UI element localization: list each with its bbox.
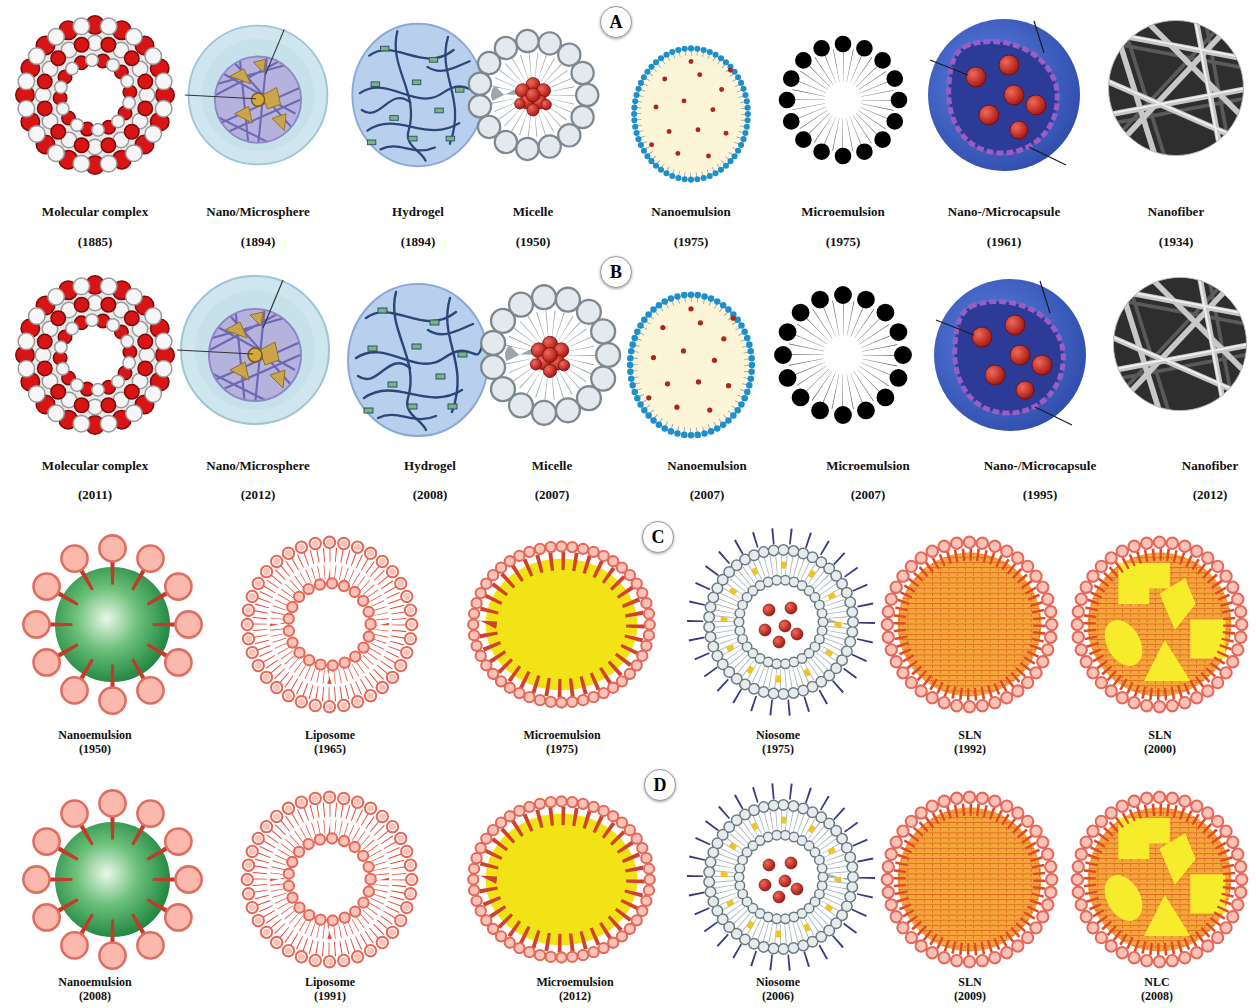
panel-letter-circle: B	[600, 256, 632, 288]
molecular-complex-icon	[25, 25, 165, 165]
year-label: (2009)	[954, 990, 986, 1003]
nanocapsule-icon	[934, 279, 1086, 431]
year-label: (1975)	[546, 743, 578, 756]
year-label: (1995)	[1023, 488, 1058, 502]
nanoemulsion-icon	[36, 548, 188, 700]
carrier-name: Microemulsion	[523, 729, 600, 742]
carrier-name: Nano-/Microcapsule	[984, 459, 1096, 473]
nanofiber-icon	[1106, 270, 1254, 418]
year-label: (2008)	[1141, 990, 1173, 1003]
year-label: (1894)	[401, 235, 436, 249]
year-label: (1885)	[78, 235, 113, 249]
year-label: (1894)	[241, 235, 276, 249]
niosome-icon	[695, 791, 867, 963]
carrier-name: Nano/Microsphere	[206, 205, 310, 219]
year-label: (1992)	[954, 743, 986, 756]
carrier-name: Nanoemulsion	[58, 729, 131, 742]
carrier-name: Microemulsion	[826, 459, 910, 473]
liposome-icon	[247, 797, 411, 961]
year-label: (2012)	[559, 990, 591, 1003]
micelle-icon	[479, 41, 588, 150]
year-label: (2008)	[413, 488, 448, 502]
panel-letter: D	[654, 776, 667, 794]
year-label: (1975)	[826, 235, 861, 249]
micelle-icon	[492, 297, 608, 413]
panel-letter: C	[652, 528, 665, 546]
carrier-name: SLN	[958, 729, 981, 742]
carrier-name: Hydrogel	[392, 205, 444, 219]
nanofiber-icon	[1101, 13, 1251, 163]
panel-letter-circle: A	[600, 6, 632, 38]
sln-icon	[887, 542, 1051, 706]
year-label: (1961)	[987, 235, 1022, 249]
carrier-name: Nanoemulsion	[667, 459, 746, 473]
carrier-name: Liposome	[305, 976, 355, 989]
carrier-name: Molecular complex	[42, 459, 148, 473]
year-label: (2008)	[79, 990, 111, 1003]
molecular-complex-icon	[25, 285, 165, 425]
microemulsion-icon	[473, 802, 650, 958]
panel-letter: B	[610, 263, 622, 281]
carrier-name: Hydrogel	[404, 459, 456, 473]
niosome-icon	[695, 536, 867, 708]
year-label: (2012)	[241, 488, 276, 502]
nlc-icon	[1077, 797, 1241, 961]
year-label: (1975)	[674, 235, 709, 249]
year-label: (2012)	[1193, 488, 1228, 502]
nanocapsule-icon	[928, 19, 1080, 171]
carrier-name: Niosome	[756, 976, 800, 989]
nanosphere-icon	[185, 26, 328, 165]
hydrogel-icon	[352, 24, 483, 167]
year-label: (2007)	[690, 488, 725, 502]
carrier-name: Nanofiber	[1148, 205, 1204, 219]
year-label: (2011)	[78, 488, 112, 502]
year-label: (2007)	[535, 488, 570, 502]
year-label: (1965)	[314, 743, 346, 756]
panel-letter: A	[610, 13, 623, 31]
year-label: (1950)	[79, 743, 111, 756]
carrier-name: SLN	[1148, 729, 1171, 742]
carrier-name: Nanoemulsion	[58, 976, 131, 989]
carrier-name: Nanofiber	[1182, 459, 1238, 473]
carrier-name: SLN	[958, 976, 981, 989]
year-label: (1934)	[1159, 235, 1194, 249]
microemulsion-icon	[787, 44, 899, 156]
year-label: (2006)	[762, 990, 794, 1003]
nlc-icon	[1077, 542, 1241, 706]
carrier-name: Molecular complex	[42, 205, 148, 219]
panel-letter-circle: C	[642, 521, 674, 553]
panel-letter-circle: D	[644, 769, 676, 801]
carrier-name: NLC	[1144, 976, 1169, 989]
year-label: (2000)	[1144, 743, 1176, 756]
year-label: (1950)	[516, 235, 551, 249]
carrier-name: Microemulsion	[536, 976, 613, 989]
nanoemulsion-icon	[630, 295, 752, 436]
carrier-name: Niosome	[756, 729, 800, 742]
liposome-icon	[247, 542, 411, 706]
carrier-name: Liposome	[305, 729, 355, 742]
year-label: (2007)	[851, 488, 886, 502]
hydrogel-icon	[348, 284, 488, 436]
carrier-name: Micelle	[513, 205, 553, 219]
year-label: (1991)	[314, 990, 346, 1003]
microemulsion-icon	[473, 547, 650, 703]
carrier-name: Nano-/Microcapsule	[948, 205, 1060, 219]
nanoemulsion-icon	[36, 803, 188, 955]
carrier-name: Nanoemulsion	[651, 205, 730, 219]
year-label: (1975)	[762, 743, 794, 756]
carrier-name: Nano/Microsphere	[206, 459, 310, 473]
carrier-name: Micelle	[532, 459, 572, 473]
sln-icon	[887, 797, 1051, 961]
nanoemulsion-icon	[634, 48, 748, 179]
microemulsion-icon	[783, 295, 903, 415]
carrier-name: Microemulsion	[801, 205, 885, 219]
nanosphere-icon	[177, 276, 329, 424]
